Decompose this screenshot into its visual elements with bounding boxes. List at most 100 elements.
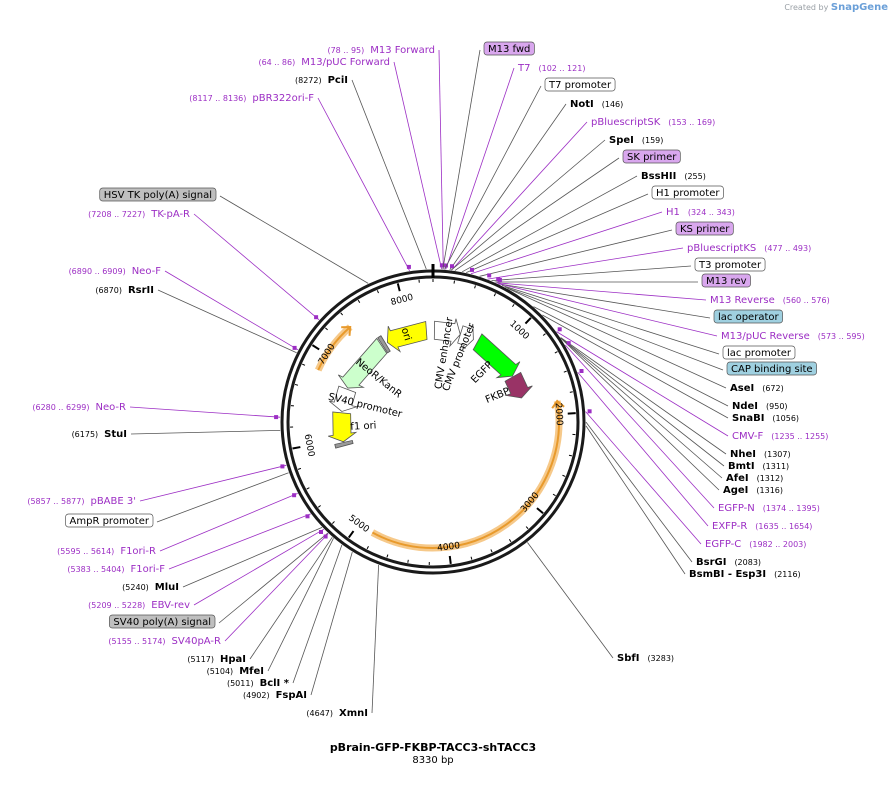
label-coord: (5011) [227,679,254,688]
label-name: EXFP-R [712,521,747,532]
ruler-tick [536,507,544,515]
label-coord: (1307) [764,450,791,459]
neo-r-annotation: Neo-R(6280 .. 6299) [32,402,126,413]
xmni-annotation: XmnI(4647) [306,708,368,719]
label-coord: (5383 .. 5404) [67,565,124,574]
label-name: pBluescriptKS [687,243,756,254]
ruler-tick [302,363,306,366]
misc-feature [334,439,354,449]
tick-label: 2000 [553,402,564,426]
ruler-tick [386,554,389,558]
primer-marker [406,264,411,269]
t7-promoter-annotation: T7 promoter [544,77,616,92]
primer-marker [566,341,571,346]
orange-arcs [315,324,565,552]
lac-promoter-annotation: lac promoter [722,345,796,360]
primer-marker [444,263,448,268]
fkbp-label: FKBP [484,386,511,406]
leader-line [560,338,720,491]
label-coord: (7208 .. 7227) [88,210,145,219]
leader-line [159,493,298,552]
leader-line [462,175,638,273]
ruler-tick [347,530,355,539]
label-coord: (64 .. 86) [258,58,295,67]
label-coord: (102 .. 121) [538,64,585,73]
ruler-tick [563,370,567,373]
leader-line [438,49,444,270]
feature-box-text: SV40 poly(A) signal [113,617,211,628]
label-coord: (477 .. 493) [764,244,811,253]
ruler-tick [311,344,320,351]
m13-fwd-annotation: M13 fwd [483,41,535,56]
neor-kanr-feature [338,337,388,389]
ndei-annotation: NdeI(950) [732,401,788,412]
lac-operator-annotation: lac operator [713,309,783,324]
leader-line [371,564,379,714]
leader-line [267,538,334,672]
feature-box [694,257,766,272]
label-coord: (1235 .. 1255) [771,432,828,441]
egfp-feature [472,333,521,379]
leader-line [565,344,715,509]
label-name: PciI [328,75,348,86]
leader-line [454,157,620,271]
leader-line [527,542,614,659]
label-coord: (1311) [763,462,790,471]
pbluescriptsk-annotation: pBluescriptSK(153 .. 169) [591,117,715,128]
feature-box-text: M13 rev [706,276,747,287]
rsrii-annotation: RsrII(6870) [95,285,154,296]
label-coord: (8117 .. 8136) [189,94,246,103]
outer-strand [280,269,586,575]
tick-label: 4000 [437,541,461,554]
label-name: BsrGI [696,557,726,568]
plasmid-name: pBrain-GFP-FKBP-TACC3-shTACC3 [329,741,537,754]
label-name: F1ori-F [131,564,166,575]
label-name: SV40pA-R [172,636,221,647]
label-coord: (4647) [306,709,333,718]
leader-line [491,265,692,281]
egfp-label: EGFP [469,360,495,386]
leader-line [157,289,297,354]
f1ori-r-annotation: F1ori-R(5595 .. 5614) [57,546,156,557]
spei-annotation: SpeI(159) [609,135,663,146]
primer-marker [305,514,310,519]
feature-box [65,513,154,528]
label-coord: (6870) [95,286,122,295]
label-name: Neo-F [132,266,162,277]
primer-marker [497,278,502,282]
ruler-tick [340,312,344,316]
label-name: F1ori-R [120,546,156,557]
leader-line [129,406,281,418]
leader-line [156,472,289,523]
leader-line [507,287,727,389]
h1-annotation: H1(324 .. 343) [666,207,735,218]
ruler-tick [306,487,310,490]
label-coord: (78 .. 95) [327,46,364,55]
label-name: M13 Reverse [710,295,775,306]
leader-line [219,195,369,284]
leader-line [479,229,673,277]
label-name: MfeI [239,666,264,677]
orange-arc-arrowhead [551,399,565,409]
primer-marker [557,327,562,332]
primer-marker [319,530,323,534]
leader-line [449,103,567,271]
leader-line [139,464,287,502]
neo-f-annotation: Neo-F (6890 .. 6909) [69,266,162,277]
label-name: BmtI [728,461,755,472]
pbr322ori-f-annotation: pBR322ori-F(8117 .. 8136) [189,93,314,104]
label-name: NotI [570,99,594,110]
stui-annotation: StuI(6175) [72,429,127,440]
leader-line [130,430,281,435]
backbone-ring [280,264,586,575]
label-coord: (153 .. 169) [668,118,715,127]
feature-box [108,614,216,629]
feature-box [701,273,751,288]
ruler-tick [508,539,512,543]
primer-marker [487,273,492,278]
label-name: SnaBI [732,413,764,424]
primer-marker [314,315,319,320]
leader-line [501,285,720,355]
label-coord: (6890 .. 6909) [69,267,126,276]
